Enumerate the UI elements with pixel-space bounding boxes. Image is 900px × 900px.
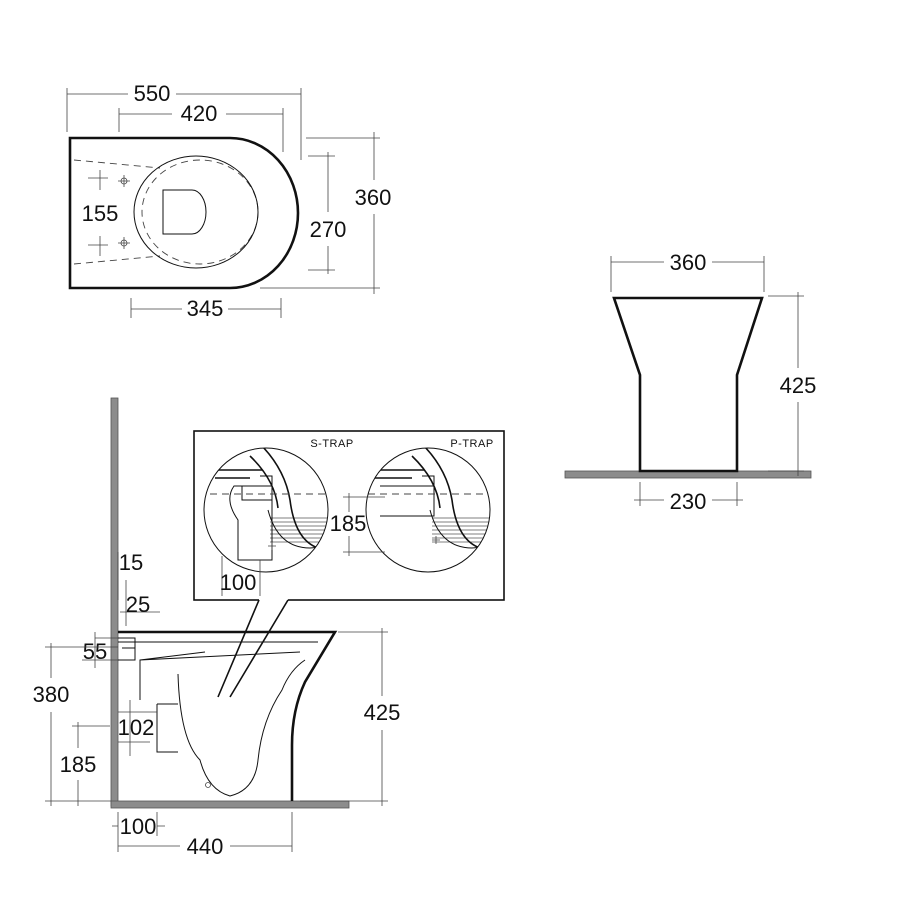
side-view: 15 25 55 380 102 185 425 100 440 <box>33 397 401 859</box>
pan-top-outline <box>68 136 300 290</box>
dim-102: 102 <box>118 715 155 740</box>
pan-side-outline <box>118 630 338 801</box>
pan-front-outline <box>612 296 764 473</box>
trap-inset: S-TRAP P-TRAP 100 185 <box>193 430 505 698</box>
dim-425-front: 425 <box>780 373 817 398</box>
p-trap-label: P-TRAP <box>450 438 493 450</box>
s-trap-label: S-TRAP <box>310 438 353 450</box>
p-trap-circle <box>365 447 491 573</box>
seat-fixing-lines <box>73 159 161 265</box>
dim-270: 270 <box>310 217 347 242</box>
top-view: 550 420 360 270 155 345 <box>66 81 392 321</box>
dim-360-front: 360 <box>670 250 707 275</box>
waterway <box>162 189 207 235</box>
trapway <box>177 659 306 797</box>
bowl-outline <box>133 155 259 269</box>
dim-360-top: 360 <box>355 185 392 210</box>
fixing-holes <box>88 170 130 256</box>
dim-420: 420 <box>181 101 218 126</box>
dim-425-side: 425 <box>364 700 401 725</box>
dim-100-side: 100 <box>120 814 157 839</box>
dim-185-ptrap: 185 <box>330 511 367 536</box>
dim-185: 185 <box>60 752 97 777</box>
rim-dashed <box>141 159 259 265</box>
dim-55: 55 <box>83 639 107 664</box>
dim-25: 25 <box>126 592 150 617</box>
callout-pointer <box>217 599 289 698</box>
p-trap-detail <box>368 448 490 549</box>
s-trap-circle <box>203 447 329 573</box>
dim-380: 380 <box>33 682 70 707</box>
dim-550: 550 <box>134 81 171 106</box>
dim-100-strap: 100 <box>220 570 257 595</box>
s-trap-detail <box>210 448 328 561</box>
inlet-connector <box>118 637 136 661</box>
floor-side <box>110 800 350 809</box>
inset-frame <box>193 430 505 601</box>
dim-155: 155 <box>82 201 119 226</box>
dim-345: 345 <box>187 296 224 321</box>
dim-15: 15 <box>119 550 143 575</box>
wall <box>110 397 119 807</box>
front-view: 360 425 230 <box>564 250 817 514</box>
dim-440: 440 <box>187 834 224 859</box>
dim-230: 230 <box>670 489 707 514</box>
